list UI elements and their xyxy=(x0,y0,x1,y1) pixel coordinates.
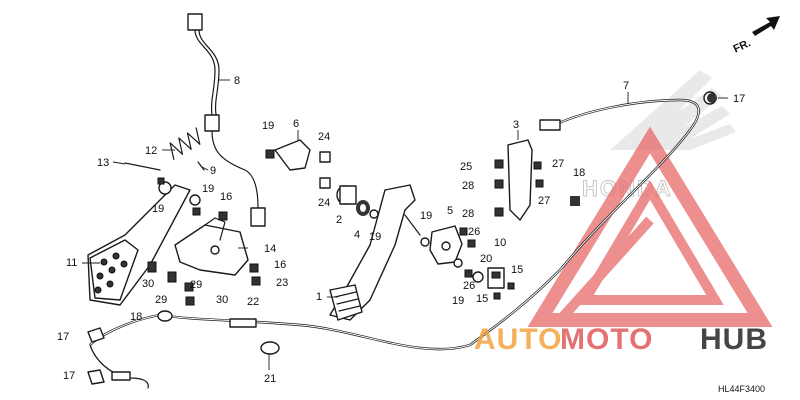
callout-21: 21 xyxy=(264,373,276,385)
part-26-nut-lower xyxy=(464,269,473,278)
forward-arrow-icon xyxy=(752,16,780,36)
callout-18-b: 18 xyxy=(573,167,585,179)
callout-19-e: 19 xyxy=(420,210,432,222)
callout-30-b: 30 xyxy=(216,294,228,306)
callout-20: 20 xyxy=(480,253,492,265)
direction-label: FR. xyxy=(732,37,753,55)
callout-18-a: 18 xyxy=(130,311,142,323)
part-1-accelerator-pedal xyxy=(329,184,421,321)
part-18-clamp-right xyxy=(570,196,580,206)
svg-text:AUTO: AUTO xyxy=(474,323,562,356)
part-26-nut-upper xyxy=(467,239,476,248)
callout-12: 12 xyxy=(145,145,157,157)
part-12-return-spring xyxy=(169,127,201,160)
callout-19-a: 19 xyxy=(152,203,164,215)
callout-16-b: 16 xyxy=(274,259,286,271)
callout-25: 25 xyxy=(460,161,472,173)
part-21-clamp xyxy=(260,341,280,355)
callout-22: 22 xyxy=(247,296,259,308)
callout-3: 3 xyxy=(513,119,519,131)
callout-16-a: 16 xyxy=(220,191,232,203)
callout-14: 14 xyxy=(264,243,276,255)
svg-text:HUB: HUB xyxy=(700,323,768,356)
callout-9: 9 xyxy=(210,165,216,177)
part-17-clip-upper-right xyxy=(707,93,717,103)
svg-text:MOTO: MOTO xyxy=(560,323,653,356)
callout-2: 2 xyxy=(336,214,342,226)
callout-24-a: 24 xyxy=(318,131,330,143)
part-4-bearing xyxy=(356,200,370,216)
callout-26-b: 26 xyxy=(463,280,475,292)
part-21-brake-cable xyxy=(89,313,471,389)
part-3-cable-bracket xyxy=(494,139,544,221)
callout-26-a: 26 xyxy=(468,226,480,238)
part-5-pivot-bracket xyxy=(420,225,468,265)
callout-19-d: 19 xyxy=(369,231,381,243)
callout-7: 7 xyxy=(623,80,629,92)
callout-13: 13 xyxy=(97,157,109,169)
part-13-pivot-rod xyxy=(124,162,161,171)
callout-17-a: 17 xyxy=(57,331,69,343)
callout-24-b: 24 xyxy=(318,197,330,209)
part-9-pin xyxy=(197,161,205,171)
leader-lines xyxy=(82,79,728,370)
callout-17-b: 17 xyxy=(63,370,75,382)
part-2-bushing xyxy=(336,185,357,205)
callout-28-a: 28 xyxy=(462,180,474,192)
callout-29-b: 29 xyxy=(155,294,167,306)
callout-29-a: 29 xyxy=(190,279,202,291)
callout-19-b: 19 xyxy=(202,183,214,195)
callout-15-a: 15 xyxy=(511,264,523,276)
callout-6: 6 xyxy=(293,118,299,130)
left-fasteners xyxy=(147,177,261,306)
callout-30-a: 30 xyxy=(142,278,154,290)
callout-19-c: 19 xyxy=(262,120,274,132)
part-8-switch-harness xyxy=(187,13,266,227)
part-20-clip xyxy=(472,271,484,283)
callout-1: 1 xyxy=(316,291,322,303)
automotohub-wordmark: AUTO MOTO HUB xyxy=(474,323,768,356)
callout-15-b: 15 xyxy=(476,293,488,305)
callout-5: 5 xyxy=(447,205,453,217)
part-24-collar-lower xyxy=(319,177,331,189)
part-14-pedal-bracket xyxy=(174,217,249,276)
part-19-washer-right xyxy=(453,258,463,268)
callout-4: 4 xyxy=(354,229,360,241)
callout-27-a: 27 xyxy=(552,158,564,170)
part-15-screw-upper xyxy=(507,282,515,290)
diagram-reference-code: HL44F3400 xyxy=(718,384,765,394)
callout-19-f: 19 xyxy=(452,295,464,307)
callout-17-c: 17 xyxy=(733,93,745,105)
callout-8: 8 xyxy=(234,75,240,87)
part-19-washer-center xyxy=(369,209,379,219)
callout-28-b: 28 xyxy=(462,208,474,220)
part-11-brake-pedal xyxy=(87,181,201,306)
callout-10: 10 xyxy=(494,237,506,249)
callout-labels: 8 12 13 9 19 19 16 11 14 16 23 22 30 29 … xyxy=(57,75,745,385)
part-6-pivot-arm xyxy=(265,139,311,171)
callout-27-b: 27 xyxy=(538,195,550,207)
part-17-clip-left-upper xyxy=(87,327,105,343)
part-24-collar-upper xyxy=(319,151,331,163)
part-17-clip-left-lower xyxy=(87,369,105,385)
callout-23: 23 xyxy=(276,277,288,289)
callout-11: 11 xyxy=(66,257,77,269)
part-18-clamp-lower xyxy=(157,310,173,322)
part-15-screw-lower xyxy=(493,292,501,300)
part-10-throttle-sensor xyxy=(487,267,505,289)
